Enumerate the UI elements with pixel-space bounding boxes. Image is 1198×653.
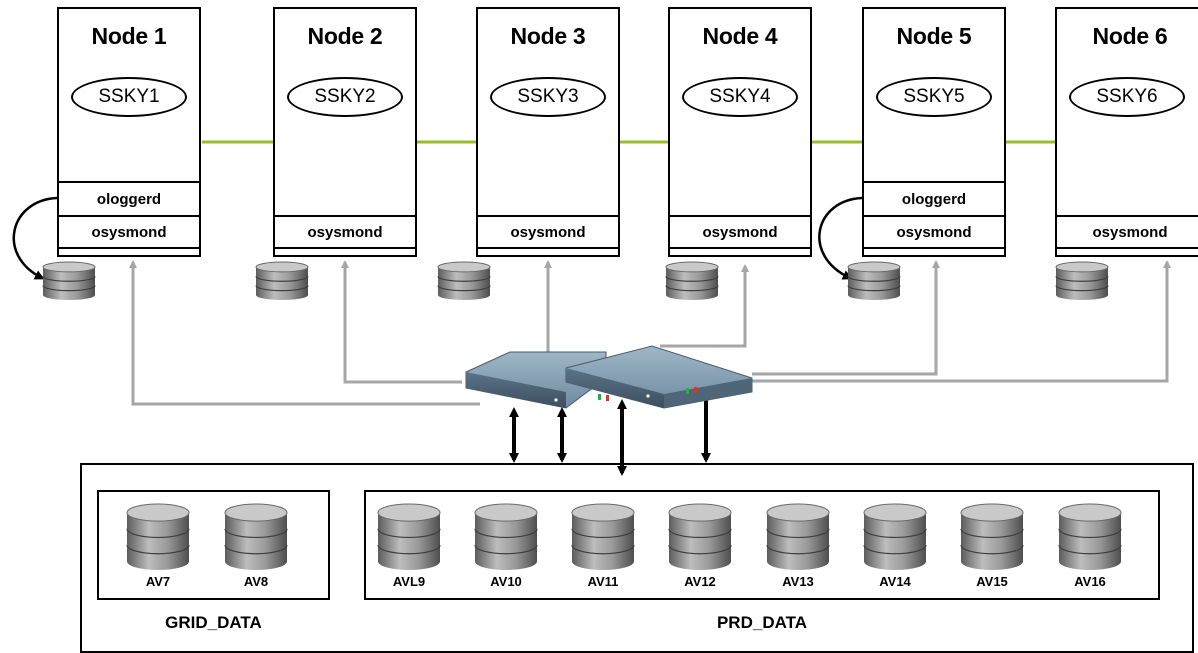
node-title: Node 1 [91,23,167,49]
process-osysmond: osysmond [275,215,415,249]
database-instance: SSKY6 [1069,77,1185,117]
network-switch-icon [565,345,753,409]
process-ologgerd: ologgerd [59,181,199,215]
disk-group-prd-data [364,490,1160,600]
network-arrows [129,260,1171,406]
cluster-node: Node 2 SSKY2 osysmond [273,7,417,257]
process-osysmond: osysmond [670,215,810,249]
disk-label: AV14 [879,574,911,589]
disk-label: AV8 [243,574,269,589]
process-osysmond: osysmond [864,215,1004,249]
database-instance: SSKY3 [490,77,606,117]
disk-icon [1058,503,1122,570]
database-instance: SSKY4 [682,77,798,117]
process-osysmond: osysmond [1057,215,1198,249]
disk-group-label: PRD_DATA [716,613,808,632]
disk-label: AV13 [782,574,814,589]
node-local-disks [42,261,1109,300]
disk-label: AV12 [684,574,716,589]
disk-label: AV10 [490,574,522,589]
disk-icon [668,503,732,570]
node-title: Node 4 [702,23,778,49]
disk-icon [960,503,1024,570]
disk-label: AV7 [145,574,171,589]
cluster-node: Node 1 SSKY1 ologgerd osysmond [57,7,201,257]
disk-icon [847,261,901,300]
disk-icon [1055,261,1109,300]
disk-label: AVL9 [392,574,426,589]
disk-icon [665,261,719,300]
storage-arrows [509,399,711,476]
cluster-node: Node 5 SSKY5 ologgerd osysmond [862,7,1006,257]
disk-icon [766,503,830,570]
cluster-node: Node 3 SSKY3 osysmond [476,7,620,257]
disk-icon [42,261,96,300]
process-ologgerd: ologgerd [864,181,1004,215]
database-instance: SSKY2 [287,77,403,117]
ologgerd-arrows [12,196,863,280]
disk-icon [474,503,538,570]
node-title: Node 6 [1092,23,1168,49]
disk-group-grid-data [97,490,330,600]
disk-icon [437,261,491,300]
disk-group-label: GRID_DATA [165,613,262,632]
disk-icon [224,503,288,570]
database-instance: SSKY1 [71,77,187,117]
node-title: Node 5 [896,23,972,49]
database-instance: SSKY5 [876,77,992,117]
process-osysmond: osysmond [59,215,199,249]
process-osysmond: osysmond [478,215,618,249]
node-title: Node 2 [307,23,383,49]
cluster-node: Node 6 SSKY6 osysmond [1055,7,1198,257]
disk-icon [571,503,635,570]
disk-icon [863,503,927,570]
disk-label: AV11 [587,574,619,589]
cluster-node: Node 4 SSKY4 osysmond [668,7,812,257]
disk-icon [255,261,309,300]
disk-label: AV15 [976,574,1008,589]
disk-icon [126,503,190,570]
node-title: Node 3 [510,23,586,49]
disk-label: AV16 [1074,574,1106,589]
network-switch-icon [465,351,609,409]
disk-icon [377,503,441,570]
storage-disks [126,503,1122,570]
